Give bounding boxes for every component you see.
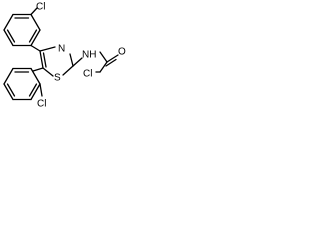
bond	[39, 46, 56, 52]
bond	[32, 67, 44, 72]
bond	[30, 83, 41, 101]
bond	[6, 83, 16, 97]
bond	[28, 29, 38, 43]
molecule-diagram: Cl N S NH O Cl Cl	[3, 2, 126, 110]
bond	[106, 54, 119, 63]
bond	[105, 58, 117, 67]
bond	[3, 83, 14, 101]
bond	[42, 52, 47, 68]
atom-n-ring: N	[58, 44, 65, 55]
bond	[30, 29, 41, 47]
bond	[72, 57, 83, 67]
atom-label-s-ring: S	[54, 73, 61, 84]
atom-o-carbonyl: O	[118, 47, 126, 58]
bond	[42, 67, 54, 77]
bond-lines	[3, 7, 119, 101]
atom-cl-top: Cl	[36, 2, 45, 13]
bond	[3, 67, 14, 85]
bond	[99, 51, 108, 63]
atom-s-ring: S	[54, 73, 61, 84]
bond	[99, 61, 108, 73]
atom-label-nh: NH	[82, 50, 96, 61]
bond	[30, 7, 38, 16]
bond	[69, 53, 74, 67]
bond	[62, 65, 74, 76]
atom-label-cl-bottom: Cl	[37, 99, 46, 110]
bond	[30, 13, 41, 31]
bond	[3, 13, 14, 31]
bond	[30, 44, 41, 52]
atom-label-o-carbonyl: O	[118, 47, 126, 58]
atom-nh: NH	[82, 50, 96, 61]
atom-cl-chain: Cl	[83, 69, 92, 80]
atom-cl-bottom: Cl	[37, 99, 46, 110]
atom-label-cl-chain: Cl	[83, 69, 92, 80]
bond	[28, 83, 38, 97]
bond	[39, 83, 43, 97]
atom-label-n-ring: N	[58, 44, 65, 55]
bond	[30, 67, 41, 85]
bond	[39, 50, 44, 69]
bond	[3, 29, 14, 47]
bond	[6, 29, 16, 43]
atom-label-cl-top: Cl	[36, 2, 45, 13]
